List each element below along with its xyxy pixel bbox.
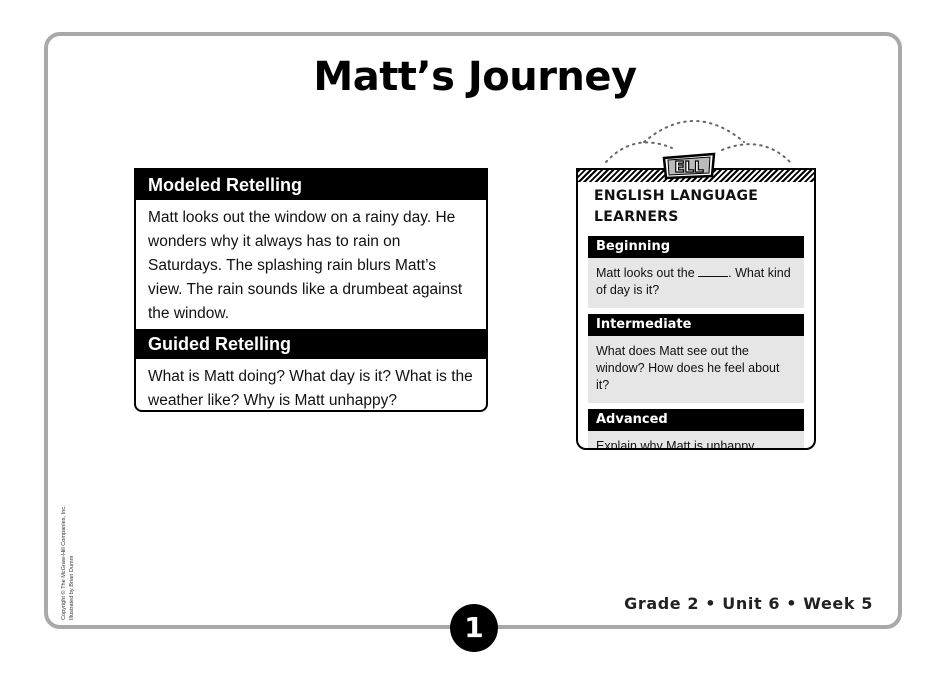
intermediate-heading: Intermediate [588,314,804,336]
modeled-retelling-text: Matt looks out the window on a rainy day… [148,209,463,322]
beginning-text-before: Matt looks out the [596,266,695,280]
ell-dotted-arcs-icon [605,120,791,163]
ell-title: ENGLISH LANGUAGE LEARNERS [594,188,759,225]
copyright-line: Copyright © The McGraw-Hill Companies, I… [61,505,67,620]
page-number: 1 [450,604,498,652]
ell-box: ENGLISH LANGUAGE LEARNERS Beginning Matt… [576,168,816,450]
beginning-text-after: . What kind of day is it? [596,266,791,297]
fill-in-blank [698,266,729,277]
copyright-notice: Copyright © The McGraw-Hill Companies, I… [60,460,88,620]
beginning-heading: Beginning [588,236,804,258]
grade-unit-week-label: Grade 2 • Unit 6 • Week 5 [624,594,873,613]
ell-badge-icon: ELL [662,152,716,180]
retelling-box: Modeled Retelling Matt looks out the win… [134,168,488,412]
modeled-retelling-heading: Modeled Retelling [136,170,486,200]
illustrator-line: Illustrated by Brian Dumm [69,555,75,620]
guided-retelling-text: What is Matt doing? What day is it? What… [148,368,473,409]
ell-badge-label: ELL [674,158,704,176]
advanced-heading: Advanced [588,409,804,431]
advanced-text: Explain why Matt is unhappy. [588,431,804,448]
guided-retelling-heading: Guided Retelling [136,329,486,359]
intermediate-text: What does Matt see out the window? How d… [588,336,804,403]
beginning-text: Matt looks out the . What kind of day is… [588,258,804,308]
page-title: Matt’s Journey [313,54,637,100]
